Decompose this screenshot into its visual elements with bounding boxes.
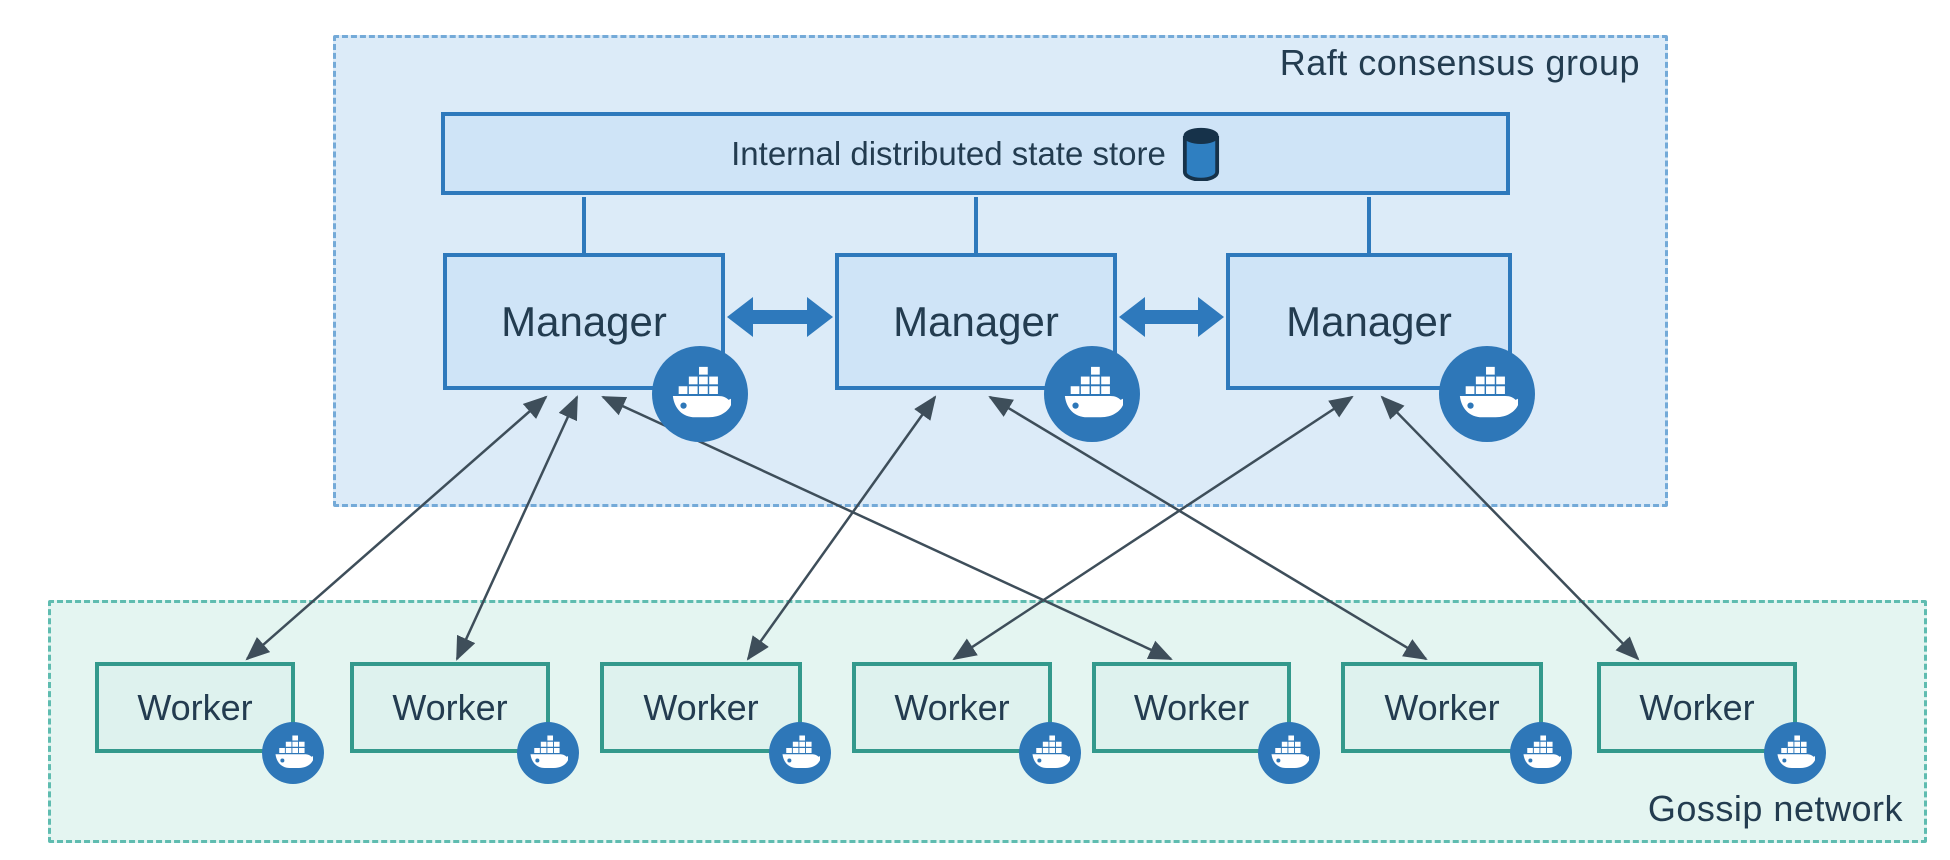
manager-2-label: Manager	[893, 297, 1059, 345]
worker-4-docker-badge	[1019, 722, 1081, 784]
docker-whale-icon	[1064, 366, 1123, 418]
worker-2-docker-badge	[517, 722, 579, 784]
worker-node-3: Worker	[600, 662, 802, 753]
database-cylinder-icon	[1182, 127, 1219, 181]
docker-whale-icon	[1459, 366, 1518, 418]
worker-6-label: Worker	[1384, 686, 1500, 728]
docker-whale-icon	[1032, 735, 1070, 768]
docker-whale-icon	[530, 735, 568, 768]
worker-6-docker-badge	[1510, 722, 1572, 784]
state-store-box: Internal distributed state store	[441, 112, 1510, 195]
manager-3-label: Manager	[1286, 297, 1452, 345]
worker-node-2: Worker	[350, 662, 550, 753]
worker-4-label: Worker	[894, 686, 1010, 728]
worker-node-5: Worker	[1092, 662, 1291, 753]
manager-1-label: Manager	[501, 297, 667, 345]
docker-whale-icon	[275, 735, 313, 768]
raft-consensus-group-label: Raft consensus group	[1279, 42, 1640, 83]
worker-3-docker-badge	[769, 722, 831, 784]
worker-5-label: Worker	[1133, 686, 1250, 728]
worker-2-label: Worker	[392, 686, 508, 728]
worker-1-label: Worker	[137, 686, 253, 728]
worker-node-6: Worker	[1341, 662, 1543, 753]
worker-1-docker-badge	[262, 722, 324, 784]
worker-node-7: Worker	[1597, 662, 1797, 753]
worker-7-label: Worker	[1639, 686, 1755, 728]
manager-3-docker-badge	[1439, 346, 1535, 442]
worker-node-4: Worker	[852, 662, 1052, 753]
docker-whale-icon	[672, 366, 731, 418]
worker-7-docker-badge	[1764, 722, 1826, 784]
gossip-network-label: Gossip network	[1647, 788, 1903, 829]
docker-whale-icon	[1271, 735, 1309, 768]
manager-2-docker-badge	[1044, 346, 1140, 442]
docker-whale-icon	[1777, 735, 1815, 768]
docker-whale-icon	[1523, 735, 1561, 768]
worker-node-1: Worker	[95, 662, 295, 753]
manager-1-docker-badge	[652, 346, 748, 442]
worker-5-docker-badge	[1258, 722, 1320, 784]
state-store-label: Internal distributed state store	[731, 134, 1166, 172]
docker-whale-icon	[782, 735, 820, 768]
worker-3-label: Worker	[643, 686, 759, 728]
